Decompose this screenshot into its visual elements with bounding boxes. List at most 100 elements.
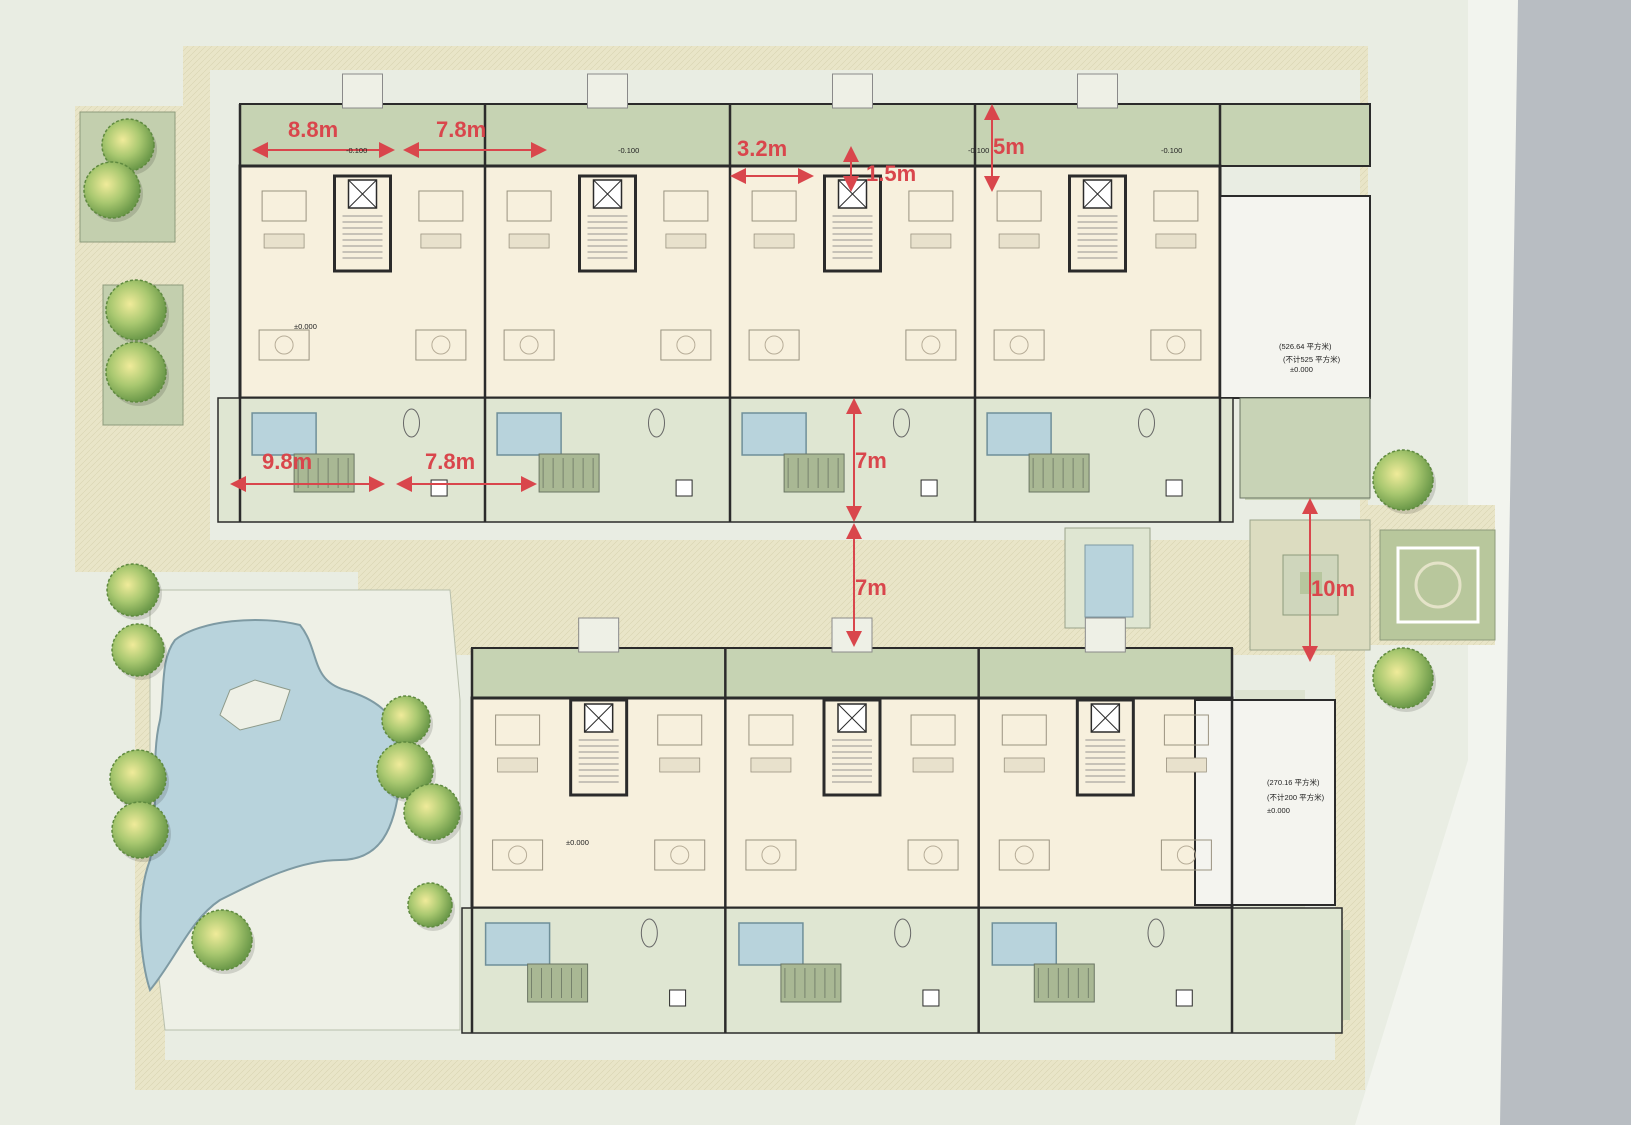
pool-icon — [738, 922, 804, 966]
tree-canopy — [105, 341, 167, 403]
lobby-level: ±0.000 — [1267, 806, 1290, 815]
bed — [657, 714, 703, 746]
level-mark: -0.100 — [618, 146, 640, 155]
deck — [538, 453, 600, 493]
tree-canopy — [106, 563, 160, 617]
light-well — [578, 617, 620, 653]
bed — [751, 190, 797, 222]
tree-canopy — [111, 623, 165, 677]
table-ornament — [1014, 845, 1034, 865]
elevator-icon — [1083, 179, 1112, 209]
dining-table — [492, 839, 544, 871]
pool-icon — [484, 922, 551, 966]
table-ornament — [508, 845, 528, 865]
bed — [1163, 714, 1209, 746]
light-well — [1077, 73, 1118, 109]
dimension-label: 7m — [855, 575, 887, 600]
planter-box — [922, 989, 940, 1007]
deck — [1033, 963, 1095, 1003]
tree-canopy — [407, 882, 453, 928]
tree-icon — [403, 783, 463, 844]
dining-table — [258, 329, 310, 361]
garden-ornament — [403, 408, 420, 438]
dimension-label: 1.5m — [866, 161, 917, 186]
bed — [996, 190, 1042, 222]
light-well — [1084, 617, 1126, 653]
bed — [495, 714, 541, 746]
tree-canopy — [1372, 449, 1434, 511]
pool-icon — [251, 412, 317, 456]
pool-icon — [991, 922, 1058, 966]
bed — [663, 190, 709, 222]
tree-canopy — [109, 749, 167, 807]
unit-details — [238, 73, 1234, 1033]
clubhouse-area-note: (不计525 平方米) — [1283, 355, 1341, 364]
dining-table — [907, 839, 959, 871]
bed — [506, 190, 552, 222]
tree-canopy — [376, 741, 434, 799]
dining-table — [998, 839, 1050, 871]
deck — [1028, 453, 1090, 493]
light-well — [831, 617, 873, 653]
tree-icon — [1372, 449, 1436, 514]
clubhouse-level: ±0.000 — [1290, 365, 1313, 374]
bathroom — [910, 233, 952, 249]
bed — [1153, 190, 1199, 222]
bathroom — [1155, 233, 1197, 249]
dining-table — [660, 329, 712, 361]
dimension-lines — [230, 104, 1318, 662]
deck — [527, 963, 589, 1003]
table-ornament — [274, 335, 294, 355]
tree-canopy — [105, 279, 167, 341]
pond-icon — [139, 619, 403, 993]
tree-icon — [111, 623, 167, 680]
table-ornament — [761, 845, 781, 865]
planter-box — [1175, 989, 1193, 1007]
light-well — [832, 73, 873, 109]
garden-ornament — [640, 918, 658, 948]
bathroom — [1003, 757, 1045, 773]
bathroom — [497, 757, 539, 773]
bathroom — [1166, 757, 1207, 773]
dining-table — [745, 839, 797, 871]
dimension-label: 9.8m — [262, 449, 313, 474]
pool-icon — [986, 412, 1052, 456]
top-building — [217, 103, 1371, 523]
light-well — [342, 73, 383, 109]
level-mark: ±0.000 — [294, 322, 317, 331]
dining-table — [905, 329, 957, 361]
tree-icon — [1372, 647, 1436, 712]
deck — [783, 453, 845, 493]
level-mark: ±0.000 — [566, 838, 589, 847]
pool-icon — [741, 412, 807, 456]
table-ornament — [764, 335, 784, 355]
bed — [1001, 714, 1047, 746]
level-mark: -0.100 — [346, 146, 368, 155]
tree-icon — [109, 749, 169, 810]
tree-canopy — [83, 161, 141, 219]
garden-ornament — [893, 408, 910, 438]
table-ornament — [1176, 845, 1196, 865]
bathroom — [998, 233, 1040, 249]
lobby-area-note: (不计200 平方米) — [1267, 793, 1325, 802]
dimension-label: 3.2m — [737, 136, 788, 161]
dining-table — [654, 839, 706, 871]
table-ornament — [670, 845, 690, 865]
planter-box — [920, 479, 938, 497]
elevator-icon — [837, 703, 867, 733]
pool-icon — [1084, 544, 1134, 618]
bed — [748, 714, 794, 746]
tree-icon — [111, 801, 171, 862]
garden-ornament — [1147, 918, 1165, 948]
trees — [83, 118, 1436, 974]
tree-icon — [83, 161, 143, 222]
table-ornament — [1166, 335, 1186, 355]
planter-box — [430, 479, 448, 497]
garden-ornament — [894, 918, 912, 948]
level-mark: -0.100 — [968, 146, 990, 155]
dimension-label: 5m — [993, 134, 1025, 159]
planter-box — [675, 479, 693, 497]
bed — [418, 190, 464, 222]
dining-table — [1150, 329, 1202, 361]
garden-ornament — [1138, 408, 1155, 438]
